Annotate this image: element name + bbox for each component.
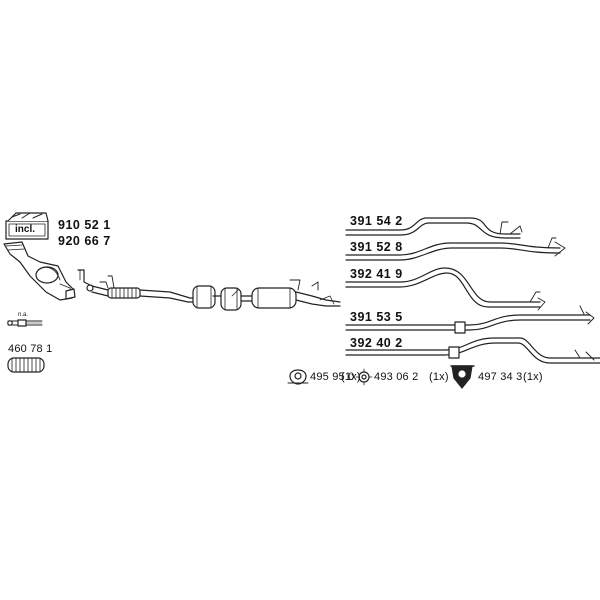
- mount-qty-inline: (1x): [523, 371, 543, 383]
- catalytic-converter-icon: [3, 241, 76, 301]
- variant-part-number: 391 52 8: [350, 240, 403, 254]
- variant-part-number: 392 40 2: [350, 336, 403, 350]
- mount-part-number: 495 95 0: [310, 371, 355, 383]
- mount-qty-inline: (1x): [341, 371, 361, 383]
- gasket-icon: [355, 368, 373, 386]
- rubber-mount-icon: [450, 365, 475, 389]
- kit-incl-label: incl.: [15, 224, 36, 235]
- oxygen-sensor-icon: [7, 319, 43, 327]
- main-exhaust-line: [77, 269, 341, 311]
- mount-qty-inline: (1x): [429, 371, 449, 383]
- kit-part-number-b: 920 66 7: [58, 234, 111, 248]
- variant-pipe-2: [345, 237, 566, 261]
- sensor-note: n.a.: [18, 312, 29, 318]
- mounting-kit-box-icon: [5, 212, 49, 240]
- mount-part-number: 493 06 2: [374, 371, 419, 383]
- variant-part-number: 391 53 5: [350, 310, 403, 324]
- variant-pipe-5: [345, 337, 600, 364]
- variant-part-number: 392 41 9: [350, 267, 403, 281]
- kit-part-number-a: 910 52 1: [58, 218, 111, 232]
- variant-pipe-4: [345, 305, 595, 334]
- mount-part-number: 497 34 3: [478, 371, 523, 383]
- clamp-sleeve-icon: [7, 357, 45, 373]
- variant-pipe-3: [345, 267, 546, 311]
- variant-pipe-1: [345, 217, 523, 239]
- rubber-ring-icon: [287, 369, 309, 385]
- variant-part-number: 391 54 2: [350, 214, 403, 228]
- clamp-part-number: 460 78 1: [8, 343, 53, 355]
